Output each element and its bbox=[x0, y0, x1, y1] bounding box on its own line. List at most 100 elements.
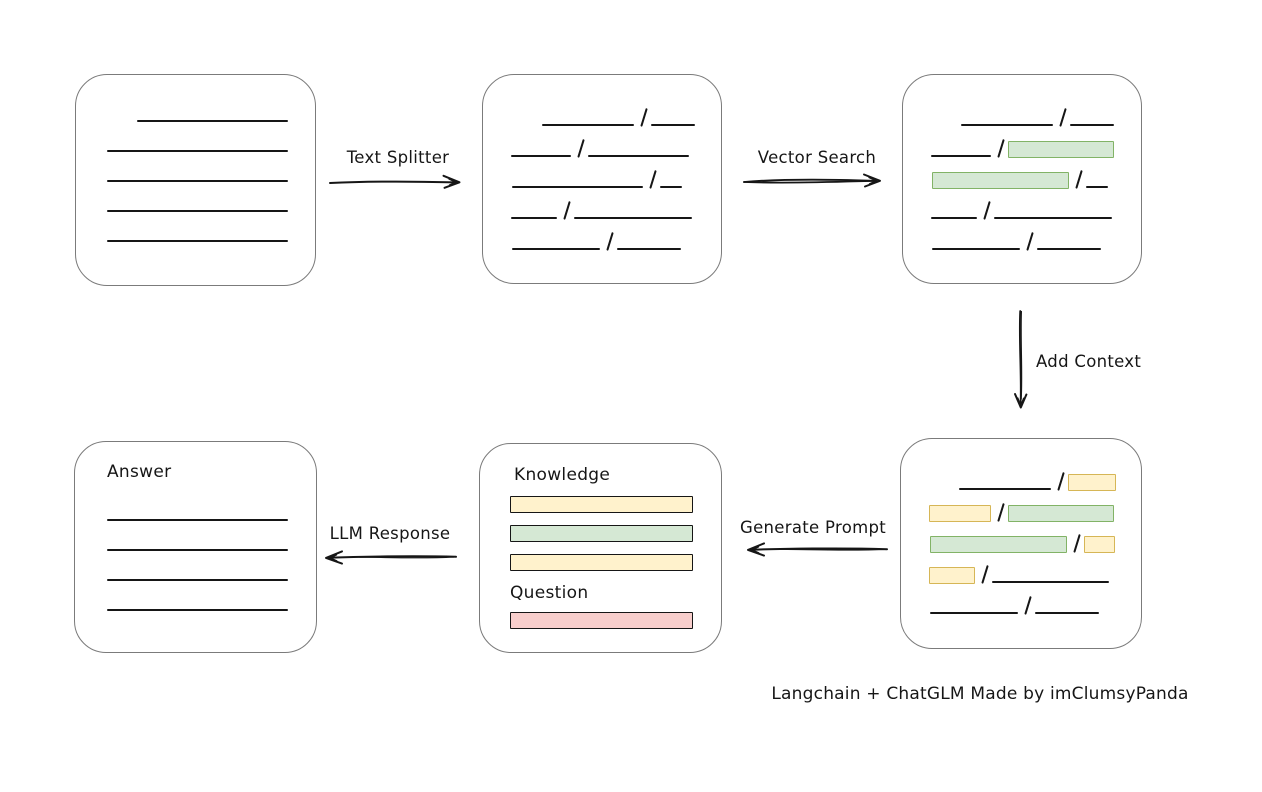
chunk-line bbox=[511, 217, 557, 219]
question-label: Question bbox=[510, 583, 589, 603]
add-context-label: Add Context bbox=[1036, 352, 1142, 371]
chunk-line bbox=[1070, 124, 1115, 126]
chunk-row bbox=[932, 170, 1141, 189]
chunk-highlight-yellow bbox=[929, 567, 975, 584]
text-line bbox=[137, 120, 288, 122]
chunk-line bbox=[932, 248, 1020, 250]
chunk-separator-slash bbox=[983, 201, 992, 220]
llm-response-label: LLM Response bbox=[329, 524, 451, 543]
question-bars bbox=[510, 612, 721, 629]
document-lines bbox=[76, 75, 315, 242]
chunk-highlight-yellow bbox=[1068, 474, 1117, 491]
chunk-row bbox=[932, 232, 1141, 251]
chunk-row bbox=[930, 534, 1141, 553]
chunk-separator-slash bbox=[1026, 232, 1035, 251]
yellow-bar bbox=[510, 496, 693, 513]
context-chunk-rows bbox=[901, 439, 1141, 615]
chunk-row bbox=[930, 596, 1141, 615]
text-line bbox=[107, 609, 288, 611]
chunk-separator-slash bbox=[997, 139, 1006, 158]
chunk-line bbox=[512, 248, 600, 250]
chunk-line bbox=[992, 581, 1110, 583]
chunk-row bbox=[512, 170, 721, 189]
chunk-line bbox=[588, 155, 690, 157]
knowledge-bars bbox=[510, 496, 721, 571]
split-chunks-node bbox=[482, 74, 722, 284]
chunk-row bbox=[959, 472, 1141, 491]
chunk-row bbox=[961, 108, 1141, 127]
text-line bbox=[107, 240, 288, 242]
red-bar bbox=[510, 612, 693, 629]
chunk-separator-slash bbox=[577, 139, 586, 158]
chunk-line bbox=[1035, 612, 1100, 614]
footer-credit: Langchain + ChatGLM Made by imClumsyPand… bbox=[771, 684, 1189, 704]
chunk-separator-slash bbox=[640, 108, 649, 127]
yellow-bar bbox=[510, 554, 693, 571]
chunk-separator-slash bbox=[997, 503, 1006, 522]
chunk-separator-slash bbox=[981, 565, 990, 584]
chunk-separator-slash bbox=[1075, 170, 1084, 189]
chunk-line bbox=[542, 124, 634, 126]
chunk-separator-slash bbox=[1057, 472, 1066, 491]
chunk-line bbox=[617, 248, 682, 250]
vector-chunk-rows bbox=[903, 75, 1141, 251]
text-line bbox=[107, 549, 288, 551]
chunk-line bbox=[660, 186, 683, 188]
chunk-row bbox=[511, 139, 721, 158]
chunk-separator-slash bbox=[1059, 108, 1068, 127]
chunk-line bbox=[959, 488, 1051, 490]
chunk-separator-slash bbox=[1024, 596, 1033, 615]
chunk-highlight-green bbox=[930, 536, 1067, 553]
text-splitter-label: Text Splitter bbox=[346, 148, 450, 167]
chunk-row bbox=[542, 108, 721, 127]
llm-response-arrow bbox=[325, 550, 457, 565]
chunk-line bbox=[511, 155, 571, 157]
chunk-row bbox=[929, 503, 1141, 522]
add-context-arrow bbox=[1014, 310, 1028, 409]
text-line bbox=[107, 579, 288, 581]
chunk-line bbox=[574, 217, 693, 219]
chunk-line bbox=[651, 124, 696, 126]
chunk-row bbox=[511, 201, 721, 220]
knowledge-label: Knowledge bbox=[514, 465, 611, 485]
text-splitter-arrow bbox=[329, 174, 461, 189]
generate-prompt-arrow bbox=[747, 542, 888, 557]
chunk-row bbox=[931, 201, 1141, 220]
chunk-highlight-yellow bbox=[929, 505, 991, 522]
chunk-line bbox=[1037, 248, 1102, 250]
chunk-line bbox=[512, 186, 643, 188]
split-chunk-rows bbox=[483, 75, 721, 251]
chunk-row bbox=[512, 232, 721, 251]
chunk-line bbox=[931, 155, 991, 157]
vector-matched-node bbox=[902, 74, 1142, 284]
generate-prompt-label: Generate Prompt bbox=[740, 518, 886, 537]
text-line bbox=[107, 210, 288, 212]
text-line bbox=[107, 519, 288, 521]
answer-content: Answer bbox=[75, 442, 316, 611]
chunk-line bbox=[994, 217, 1113, 219]
prompt-node: Knowledge Question bbox=[479, 443, 722, 653]
chunk-line bbox=[1086, 186, 1109, 188]
chunk-line bbox=[961, 124, 1053, 126]
answer-label: Answer bbox=[107, 462, 172, 482]
text-line bbox=[107, 150, 288, 152]
chunk-separator-slash bbox=[1073, 534, 1082, 553]
chunk-separator-slash bbox=[649, 170, 658, 189]
green-bar bbox=[510, 525, 693, 542]
chunk-separator-slash bbox=[606, 232, 615, 251]
vector-search-label: Vector Search bbox=[757, 148, 877, 167]
chunk-line bbox=[930, 612, 1018, 614]
chunk-line bbox=[931, 217, 977, 219]
answer-lines bbox=[107, 519, 316, 611]
chunk-separator-slash bbox=[563, 201, 572, 220]
document-node bbox=[75, 74, 316, 286]
vector-search-arrow bbox=[743, 173, 881, 188]
chunk-row bbox=[929, 565, 1141, 584]
context-node bbox=[900, 438, 1142, 649]
chunk-highlight-green bbox=[1008, 141, 1115, 158]
answer-node: Answer bbox=[74, 441, 317, 653]
prompt-content: Knowledge Question bbox=[480, 444, 721, 629]
text-line bbox=[107, 180, 288, 182]
chunk-row bbox=[931, 139, 1141, 158]
chunk-highlight-green bbox=[1008, 505, 1115, 522]
